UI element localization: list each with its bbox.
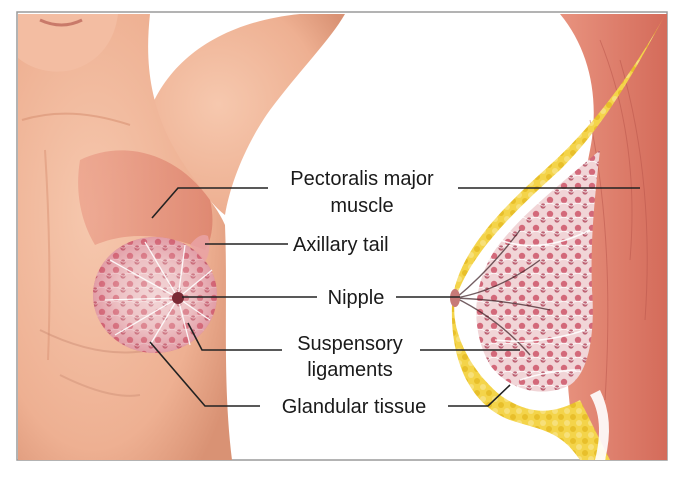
leader-lines (149, 187, 640, 407)
labels: Pectoralis major muscle Axillary tail Ni… (282, 168, 434, 418)
leader-suspensory-left (187, 322, 282, 351)
label-glandular-tissue: Glandular tissue (282, 396, 427, 418)
torso-illustration (18, 14, 345, 460)
label-pectoralis-line2: muscle (330, 195, 393, 217)
label-suspensory-line2: ligaments (307, 359, 393, 381)
chin (18, 14, 118, 72)
label-axillary-tail: Axillary tail (293, 234, 389, 256)
pectoralis-muscle (78, 150, 213, 250)
leader-pectoralis-left (151, 187, 268, 219)
leader-glandular-right (448, 384, 511, 407)
label-nipple: Nipple (328, 287, 385, 309)
lips (39, 18, 83, 27)
nipple-mark (172, 292, 184, 304)
label-suspensory-line1: Suspensory (297, 333, 403, 355)
label-pectoralis-line1: Pectoralis major (290, 168, 434, 190)
raised-arm (150, 14, 345, 215)
breast-cross-section (450, 14, 667, 460)
cross-section-ducts (455, 229, 551, 356)
cross-section-ligaments (494, 229, 591, 381)
ducts (104, 241, 213, 346)
leader-glandular-left (149, 341, 260, 407)
axillary-tail-tissue (190, 235, 210, 262)
cross-section-nipple (450, 289, 460, 307)
